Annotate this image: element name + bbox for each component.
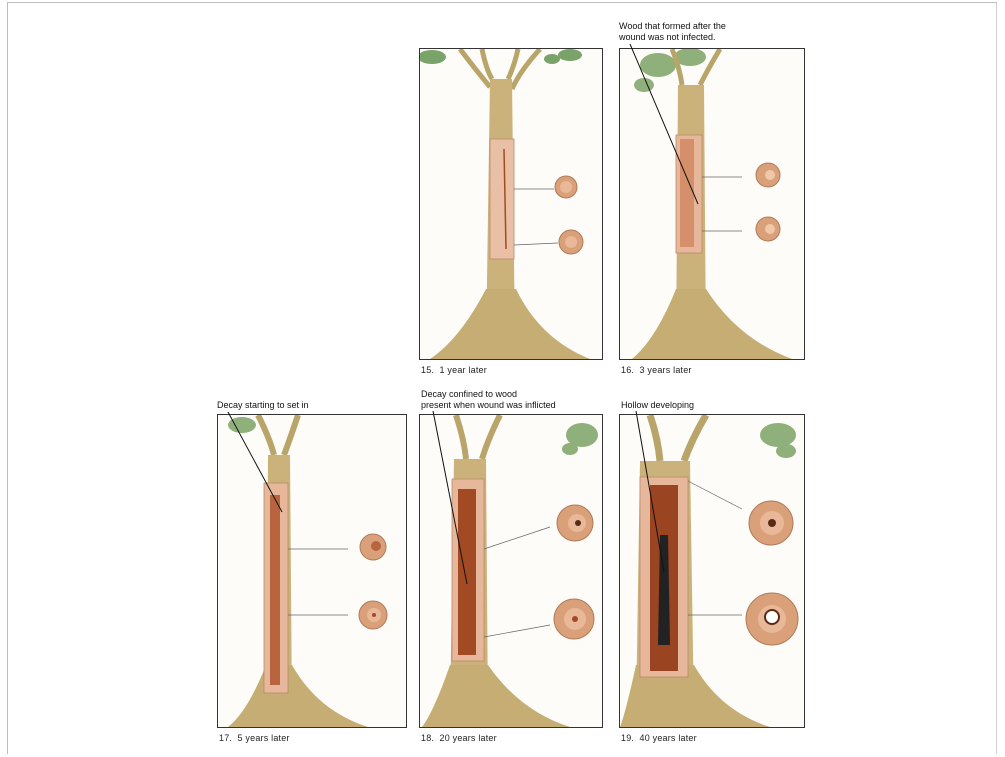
note-decay-confined-line-2: present when wound was inflicted: [421, 400, 556, 411]
tree-illustration-19: [620, 415, 805, 728]
panel-17-five-years: [217, 414, 407, 728]
tree-illustration-16: [620, 49, 805, 360]
caption-17: 17. 5 years later: [219, 733, 290, 743]
panel-16-three-years: [619, 48, 805, 360]
tree-illustration-17: [218, 415, 407, 728]
caption-19: 19. 40 years later: [621, 733, 697, 743]
note-wood-formed-line-2: wound was not infected.: [619, 32, 716, 43]
leaves: [420, 49, 582, 64]
tree-illustration-18: [420, 415, 603, 728]
note-hollow: Hollow developing: [621, 400, 694, 411]
caption-16: 16. 3 years later: [621, 365, 692, 375]
tree-illustration-15: [420, 49, 603, 360]
note-decay-confined-line-1: Decay confined to wood: [421, 389, 517, 400]
note-wood-formed-line-1: Wood that formed after the: [619, 21, 726, 32]
note-decay-starting: Decay starting to set in: [217, 400, 309, 411]
caption-15: 15. 1 year later: [421, 365, 487, 375]
panel-19-forty-years: [619, 414, 805, 728]
panel-18-twenty-years: [419, 414, 603, 728]
panel-15-one-year: [419, 48, 603, 360]
caption-18: 18. 20 years later: [421, 733, 497, 743]
